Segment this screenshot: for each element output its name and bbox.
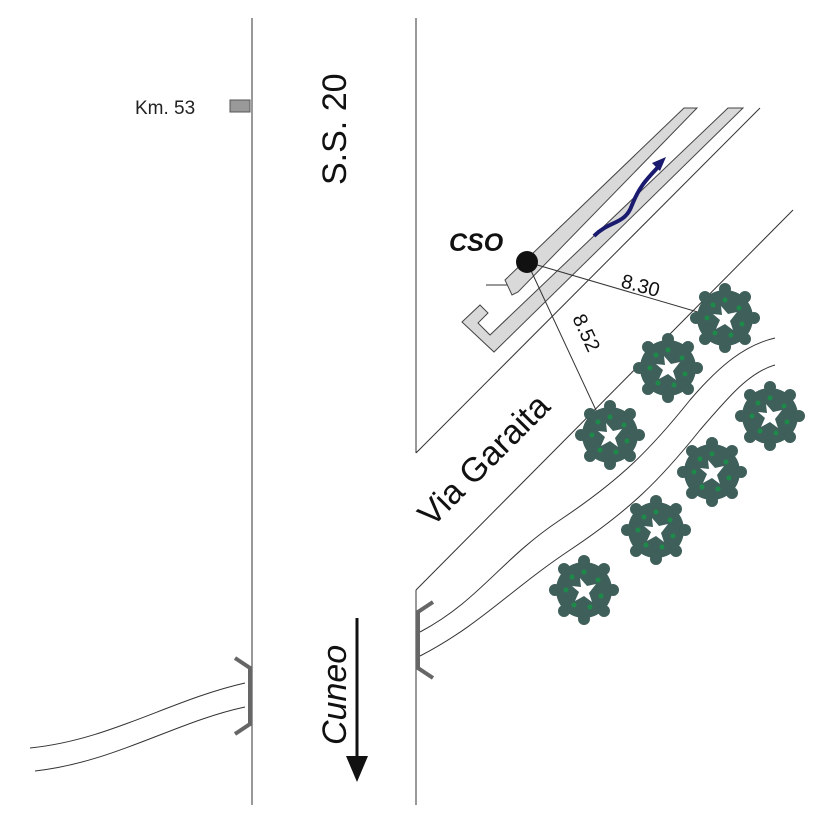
tree-icon [621,495,691,565]
bridge-bracket-left [233,656,252,736]
via-garaita-lower-edge [415,209,794,591]
road-label-ss20: S.S. 20 [316,73,354,185]
flow-arrow-icon [592,163,662,238]
bridge-bracket-right [416,600,435,680]
cso-label: CSO [449,229,504,257]
direction-arrow-icon [346,756,368,782]
river-bank-upper [419,337,776,633]
tree-icon [735,381,805,451]
river-bank-lower [419,364,776,657]
direction-label-cuneo: Cuneo [316,645,354,745]
distance-line-830 [526,261,726,321]
river-bank-left-lower [34,706,246,772]
km-label: Km. 53 [135,98,195,119]
cso-point [516,251,538,273]
tree-icon [677,437,747,507]
flow-arrowhead [652,157,666,171]
river-bank-left-upper [29,682,246,749]
tree-icon [633,333,703,403]
tree-icon [549,555,619,625]
tree-icon [690,283,760,353]
distance-label-852: 8.52 [567,311,603,356]
street-label-via-garaita: Via Garaita [411,387,558,534]
channel-wall-upper [504,107,699,296]
distance-line-852 [526,261,609,437]
tree-icon [575,400,645,470]
via-garaita-upper-edge [415,107,761,454]
km-marker [229,99,251,113]
distance-label-830: 8.30 [619,271,662,302]
